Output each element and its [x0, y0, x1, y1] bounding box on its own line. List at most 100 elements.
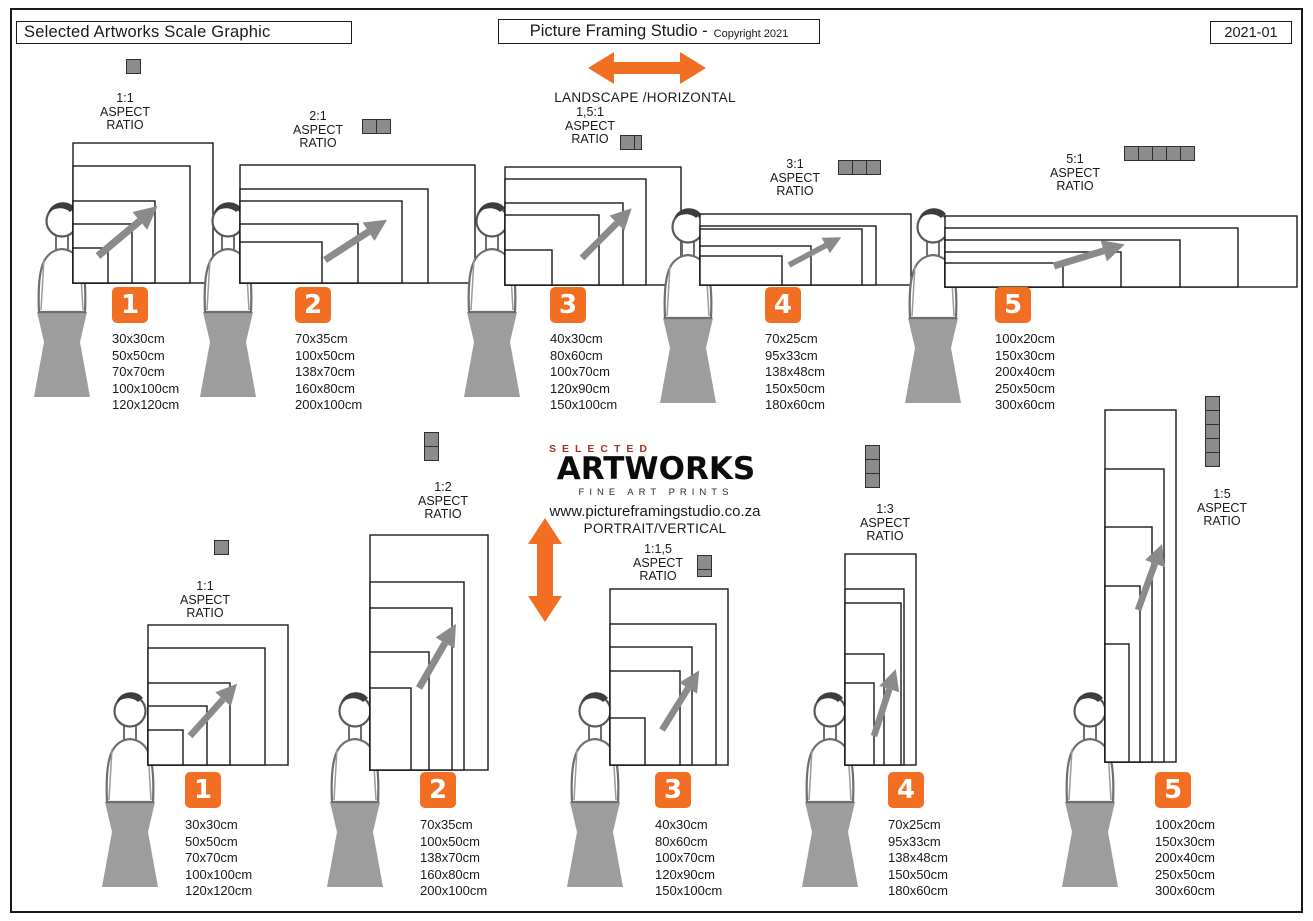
- size-item: 120x120cm: [112, 397, 180, 412]
- horizontal-double-arrow-icon: [588, 52, 706, 84]
- size-item: 70x70cm: [185, 850, 238, 865]
- aspect-word: ASPECT: [417, 493, 468, 508]
- size-list: 30x30cm 50x50cm 70x70cm 100x100cm 120x12…: [185, 817, 252, 900]
- size-list: 70x25cm 95x33cm 138x48cm 150x50cm 180x60…: [765, 331, 825, 414]
- ratio-cell: [865, 473, 880, 488]
- size-list: 40x30cm 80x60cm 100x70cm 120x90cm 150x10…: [655, 817, 722, 900]
- vertical-double-arrow-icon: [528, 518, 562, 622]
- group-number-badge: 3: [655, 772, 691, 808]
- size-item: 100x100cm: [112, 380, 180, 396]
- size-item: 30x30cm: [185, 817, 238, 832]
- frame-rect: [239, 241, 323, 284]
- ratio-cell: [126, 59, 141, 74]
- size-item: 120x90cm: [655, 866, 715, 882]
- ratio-value: 1:1,5: [644, 542, 672, 556]
- nested-frames: [504, 166, 682, 286]
- ratio-cells-icon: [214, 540, 229, 555]
- ratio-cells-icon: [1124, 146, 1195, 161]
- ratio-word: RATIO: [776, 184, 814, 198]
- ratio-word: RATIO: [571, 132, 609, 146]
- size-item: 180x60cm: [888, 883, 948, 898]
- ratio-cells-icon: [838, 160, 881, 175]
- size-item: 150x50cm: [765, 380, 825, 396]
- ratio-cells-icon: [362, 119, 391, 134]
- ratio-cell: [1205, 438, 1220, 453]
- ratio-cell: [838, 160, 853, 175]
- size-item: 150x100cm: [550, 397, 618, 412]
- size-item: 50x50cm: [185, 833, 238, 849]
- group-number-badge: 5: [995, 287, 1031, 323]
- ratio-cell: [1205, 396, 1220, 411]
- size-list: 100x20cm 150x30cm 200x40cm 250x50cm 300x…: [995, 331, 1055, 414]
- ratio-value: 2:1: [309, 109, 327, 123]
- ratio-cells-icon: [1205, 396, 1220, 467]
- aspect-word: ASPECT: [632, 555, 683, 570]
- size-item: 100x20cm: [995, 331, 1055, 346]
- brand-selected-text: SELECTED: [549, 443, 654, 455]
- ratio-value: 1:5: [1213, 487, 1231, 501]
- aspect-word: ASPECT: [1049, 165, 1100, 180]
- ratio-cells-icon: [865, 445, 880, 488]
- size-item: 200x40cm: [995, 364, 1055, 379]
- size-list: 70x35cm 100x50cm 138x70cm 160x80cm 200x1…: [420, 817, 487, 900]
- size-item: 300x60cm: [995, 397, 1055, 412]
- size-item: 150x50cm: [888, 866, 948, 882]
- ratio-word: RATIO: [1056, 179, 1094, 193]
- size-item: 70x35cm: [295, 331, 348, 346]
- aspect-word: ASPECT: [769, 170, 820, 185]
- size-item: 100x20cm: [1155, 817, 1215, 832]
- aspect-word: ASPECT: [99, 104, 150, 119]
- ratio-cell: [1166, 146, 1181, 161]
- frame-rect: [609, 717, 646, 766]
- nested-frames: [369, 534, 489, 771]
- size-list: 70x25cm 95x33cm 138x48cm 150x50cm 180x60…: [888, 817, 948, 900]
- ratio-word: RATIO: [186, 606, 224, 620]
- orientation-label-portrait: PORTRAIT/VERTICAL: [583, 521, 727, 536]
- orientation-label-landscape: LANDSCAPE /HORIZONTAL: [554, 90, 736, 105]
- size-list: 70x35cm 100x50cm 138x70cm 160x80cm 200x1…: [295, 331, 362, 414]
- ratio-word: RATIO: [424, 507, 462, 521]
- size-item: 70x25cm: [765, 331, 818, 346]
- frame-rect: [369, 687, 412, 771]
- frame-rect: [699, 255, 783, 286]
- studio-name: Picture Framing Studio -: [529, 22, 708, 40]
- group-number-badge: 2: [420, 772, 456, 808]
- aspect-word: ASPECT: [292, 122, 343, 137]
- size-item: 40x30cm: [655, 817, 708, 832]
- ratio-cell: [1205, 424, 1220, 439]
- size-item: 80x60cm: [655, 833, 708, 849]
- size-item: 180x60cm: [765, 397, 825, 412]
- page-title: Selected Artworks Scale Graphic: [16, 21, 352, 44]
- ratio-word: RATIO: [1203, 514, 1241, 528]
- size-item: 138x48cm: [888, 850, 948, 865]
- aspect-ratio-label: 1,5:1 ASPECT RATIO: [545, 105, 635, 147]
- group-number-badge: 2: [295, 287, 331, 323]
- aspect-word: ASPECT: [1196, 500, 1247, 515]
- aspect-ratio-label: 1:1 ASPECT RATIO: [80, 91, 170, 133]
- size-item: 100x70cm: [655, 850, 715, 865]
- size-item: 50x50cm: [112, 347, 165, 363]
- ratio-cell: [376, 119, 391, 134]
- size-item: 300x60cm: [1155, 883, 1215, 898]
- ratio-cell: [1124, 146, 1139, 161]
- size-item: 160x80cm: [420, 866, 480, 882]
- copyright-text: Copyright 2021: [713, 27, 789, 40]
- size-item: 95x33cm: [888, 833, 941, 849]
- aspect-ratio-label: 1:1,5 ASPECT RATIO: [613, 542, 703, 584]
- frame-rect: [147, 729, 184, 766]
- size-item: 70x25cm: [888, 817, 941, 832]
- website-text: www.pictureframingstudio.co.za: [549, 503, 761, 520]
- group-number-badge: 4: [765, 287, 801, 323]
- size-item: 200x100cm: [295, 397, 363, 412]
- aspect-ratio-label: 1:1 ASPECT RATIO: [160, 579, 250, 621]
- aspect-ratio-label: 1:5 ASPECT RATIO: [1177, 487, 1267, 529]
- ratio-cell: [852, 160, 867, 175]
- ratio-cell: [424, 446, 439, 461]
- size-item: 138x48cm: [765, 364, 825, 379]
- size-item: 150x100cm: [655, 883, 723, 898]
- nested-frames: [844, 553, 917, 766]
- ratio-cells-icon: [620, 135, 642, 150]
- frame-rect: [504, 249, 553, 286]
- brand-tagline: FINE ART PRINTS: [578, 487, 734, 498]
